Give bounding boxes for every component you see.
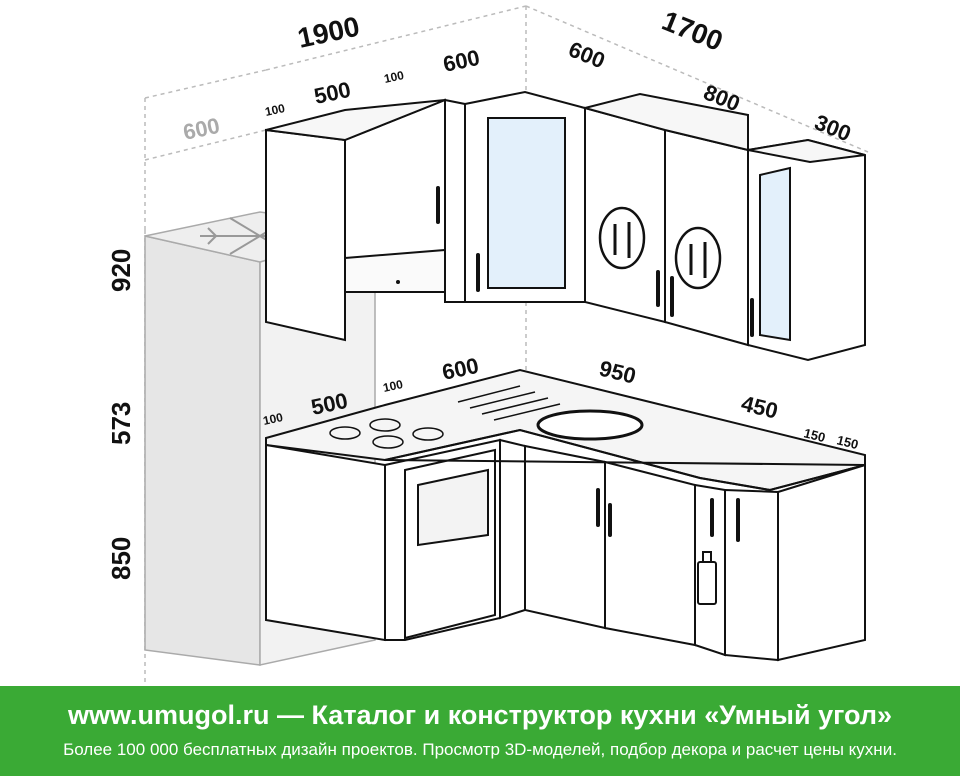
- kitchen-drawing: 1900 1700 600 100 500 100 600 600 800 30…: [106, 5, 869, 686]
- dim-lower-right: 450: [739, 391, 781, 424]
- dim-fridge-depth: 600: [181, 113, 222, 145]
- dim-upper-right-end: 300: [811, 109, 854, 146]
- banner-title[interactable]: www.umugol.ru — Каталог и конструктор ку…: [68, 700, 892, 730]
- dim-height-upper: 920: [106, 249, 136, 292]
- dim-lower-gap: 100: [382, 377, 405, 395]
- dim-upper-left-gap: 100: [264, 101, 287, 119]
- dim-upper-corner-right: 600: [565, 36, 608, 73]
- plate-icon: [598, 206, 722, 290]
- dim-lower-end1: 150: [802, 425, 827, 445]
- dim-left-total: 1900: [295, 11, 362, 54]
- dim-lower-corner: 600: [440, 353, 481, 385]
- dim-lower-gap-left: 100: [262, 410, 285, 428]
- bottle-icon: [697, 551, 717, 605]
- dim-height-mid: 573: [106, 402, 136, 445]
- dim-upper-left-gap2: 100: [383, 68, 406, 86]
- banner-subtitle: Более 100 000 бесплатных дизайн проектов…: [63, 740, 897, 759]
- dim-upper-corner-left: 600: [441, 45, 482, 77]
- promo-banner: www.umugol.ru — Каталог и конструктор ку…: [0, 686, 960, 776]
- dim-lower-end2: 150: [835, 432, 860, 452]
- dim-right-total: 1700: [658, 5, 727, 57]
- dim-upper-left-width: 500: [312, 77, 353, 109]
- dim-lower-sink: 950: [597, 356, 639, 389]
- dim-height-lower: 850: [106, 537, 136, 580]
